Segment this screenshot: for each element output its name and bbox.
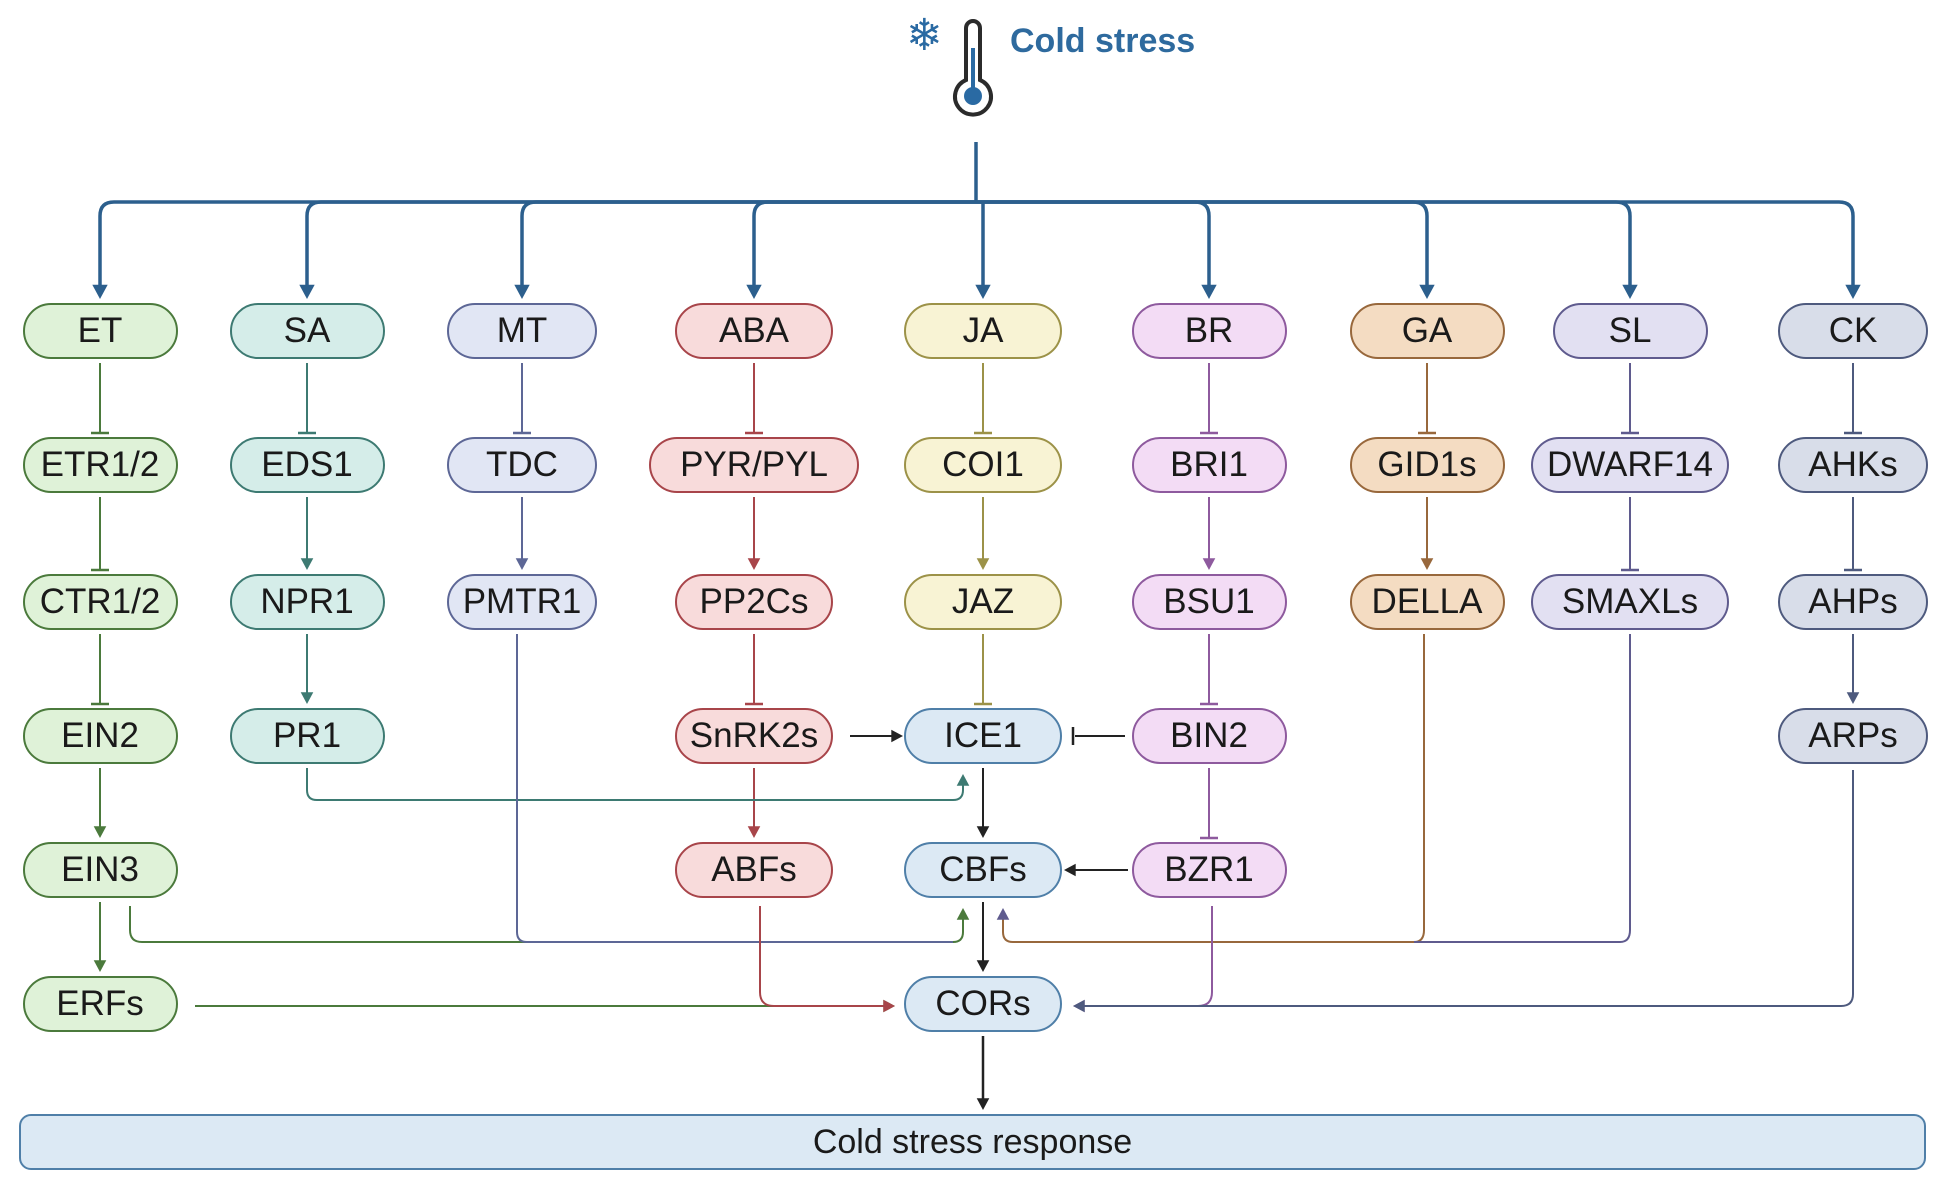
node-erfs: ERFs xyxy=(22,976,178,1032)
node-smaxls: SMAXLs xyxy=(1531,574,1729,630)
node-ein2: EIN2 xyxy=(22,708,178,764)
connector-49 xyxy=(1414,634,1631,943)
arrow-head xyxy=(1201,284,1217,299)
node-bri1: BRI1 xyxy=(1131,437,1287,493)
arrow-head xyxy=(891,729,903,743)
arrow-head xyxy=(1845,284,1861,299)
node-mt: MT xyxy=(447,303,597,359)
node-cbfs: CBFs xyxy=(904,842,1062,898)
arrow-head xyxy=(1622,284,1638,299)
arrow-head xyxy=(975,284,991,299)
node-etr1-2: ETR1/2 xyxy=(22,437,178,493)
connector-5 xyxy=(752,200,976,291)
node-arps: ARPs xyxy=(1778,708,1928,764)
node-bsu1: BSU1 xyxy=(1131,574,1287,630)
node-ein3: EIN3 xyxy=(22,842,178,898)
connector-47 xyxy=(516,634,953,943)
connector-4 xyxy=(520,200,976,291)
node-jaz: JAZ xyxy=(904,574,1062,630)
connector-7 xyxy=(976,200,1211,291)
node-ja: JA xyxy=(904,303,1062,359)
arrow-head xyxy=(1073,999,1085,1013)
arrow-head xyxy=(956,908,970,920)
node-br: BR xyxy=(1131,303,1287,359)
snowflake-icon: ❄ xyxy=(906,10,943,61)
node-ahps: AHPs xyxy=(1778,574,1928,630)
connector-10 xyxy=(976,200,1855,291)
node-sl: SL xyxy=(1552,303,1708,359)
arrow-head xyxy=(92,284,108,299)
node-pmtr1: PMTR1 xyxy=(447,574,597,630)
arrow-head xyxy=(300,558,314,570)
arrow-head xyxy=(746,284,762,299)
arrow-head xyxy=(1846,692,1860,704)
arrow-head xyxy=(299,284,315,299)
node-ga: GA xyxy=(1349,303,1505,359)
node-ice1: ICE1 xyxy=(904,708,1062,764)
node-ahks: AHKs xyxy=(1778,437,1928,493)
arrow-head xyxy=(1419,284,1435,299)
arrow-head xyxy=(300,692,314,704)
connector-8 xyxy=(976,200,1429,291)
arrow-head xyxy=(1202,558,1216,570)
node-ctr1-2: CTR1/2 xyxy=(22,574,178,630)
arrow-head xyxy=(976,1098,990,1110)
node-eds1: EDS1 xyxy=(229,437,385,493)
arrow-head xyxy=(93,826,107,838)
node-pyr-pyl: PYR/PYL xyxy=(649,437,859,493)
page-title: Cold stress xyxy=(1010,22,1196,60)
arrow-head xyxy=(996,908,1010,920)
thermometer-icon xyxy=(953,19,993,117)
connector-45 xyxy=(306,768,964,801)
arrow-head xyxy=(747,558,761,570)
connector-2 xyxy=(98,200,976,291)
arrow-head xyxy=(956,774,970,786)
connector-52 xyxy=(1083,906,1213,1007)
arrow-head xyxy=(976,960,990,972)
connector-46 xyxy=(129,906,964,943)
node-et: ET xyxy=(22,303,178,359)
arrow-head xyxy=(514,284,530,299)
connector-51 xyxy=(759,906,885,1007)
node-della: DELLA xyxy=(1349,574,1505,630)
arrow-head xyxy=(976,558,990,570)
arrow-head xyxy=(1420,558,1434,570)
node-snrk2s: SnRK2s xyxy=(675,708,833,764)
arrow-head xyxy=(1064,863,1076,877)
node-bin2: BIN2 xyxy=(1131,708,1287,764)
node-bzr1: BZR1 xyxy=(1131,842,1287,898)
cold-stress-response-box: Cold stress response xyxy=(19,1114,1926,1170)
node-abfs: ABFs xyxy=(675,842,833,898)
node-aba: ABA xyxy=(675,303,833,359)
node-pp2cs: PP2Cs xyxy=(675,574,833,630)
node-pr1: PR1 xyxy=(229,708,385,764)
node-sa: SA xyxy=(229,303,385,359)
arrow-head xyxy=(515,558,529,570)
node-npr1: NPR1 xyxy=(229,574,385,630)
arrow-head xyxy=(93,960,107,972)
arrow-head xyxy=(747,826,761,838)
connector-53 xyxy=(1083,770,1854,1007)
connector-3 xyxy=(305,200,976,291)
node-tdc: TDC xyxy=(447,437,597,493)
arrow-head xyxy=(883,999,895,1013)
node-ck: CK xyxy=(1778,303,1928,359)
node-dwarf14: DWARF14 xyxy=(1531,437,1729,493)
arrow-head xyxy=(976,826,990,838)
node-coi1: COI1 xyxy=(904,437,1062,493)
connector-48 xyxy=(1002,634,1425,943)
node-cors: CORs xyxy=(904,976,1062,1032)
connector-9 xyxy=(976,200,1632,291)
node-gid1s: GID1s xyxy=(1349,437,1505,493)
